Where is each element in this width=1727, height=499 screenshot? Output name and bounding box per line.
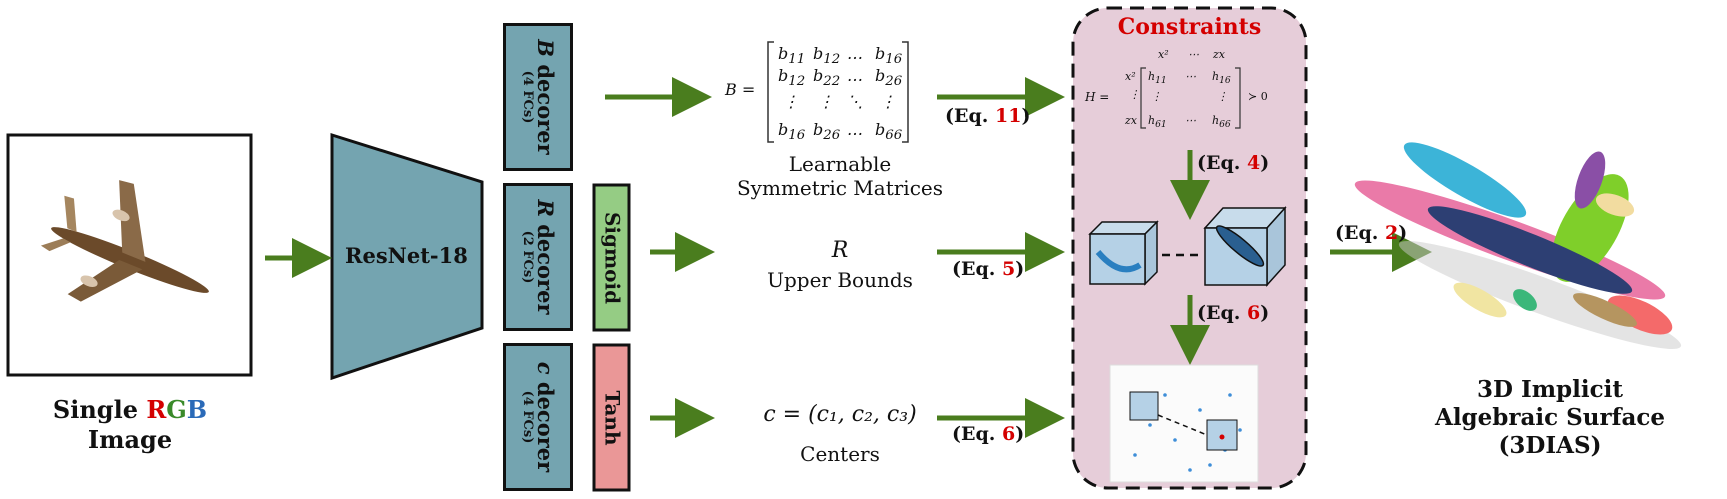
sigmoid-label: Sigmoid — [600, 211, 624, 304]
resnet-label: ResNet-18 — [345, 243, 468, 268]
r-decorer-sub: (2 FCs) — [519, 230, 535, 284]
result-airplane-icon — [1354, 142, 1682, 350]
result-line3: (3DIAS) — [1498, 432, 1602, 459]
eq11-label: (Eq. 11) — [945, 105, 1031, 127]
tanh-label: Tanh — [600, 389, 624, 446]
input-label: Single RGB Image — [20, 395, 240, 455]
h-matrix-brackets — [1140, 67, 1241, 129]
eq2-label: (Eq. 2) — [1335, 222, 1408, 244]
r-output-label: Upper Bounds — [767, 268, 913, 292]
result-label: 3D Implicit Algebraic Surface (3DIAS) — [1405, 376, 1695, 460]
c-decorer-label: decorer — [532, 374, 558, 473]
b-output-label: Learnable Symmetric Matrices — [730, 152, 950, 200]
input-label-r: R — [146, 395, 167, 424]
c-output-label: Centers — [800, 442, 880, 466]
eq5-label: (Eq. 5) — [952, 258, 1025, 280]
tanh-box — [592, 343, 631, 492]
small-cube-icon — [1088, 220, 1159, 286]
b-output-line2: Symmetric Matrices — [736, 176, 943, 200]
eq4-label: (Eq. 4) — [1197, 152, 1270, 174]
c-decorer-symbol: c — [532, 361, 558, 375]
input-label-line2: Image — [87, 425, 173, 454]
b-matrix: B = b11 b12 … b16 b12 b22 … b26 ⋮ ⋮ ⋱ ⋮ … — [725, 44, 903, 144]
input-airplane-icon — [40, 180, 209, 302]
r-decorer-label: decorer — [532, 216, 558, 315]
input-label-b: B — [186, 395, 208, 424]
c-output-formula: c = (c₁, c₂, c₃) — [763, 402, 917, 427]
r-output-symbol: R — [831, 238, 849, 263]
h-succ: ≻ 0 — [1248, 90, 1268, 103]
b-output-line1: Learnable — [788, 152, 892, 176]
input-label-prefix: Single — [52, 395, 147, 424]
r-decorer-box: R decorer (2 FCs) — [503, 183, 573, 331]
resnet-trapezoid — [330, 132, 484, 381]
eq6a-label: (Eq. 6) — [952, 423, 1025, 445]
b-decorer-symbol: B — [532, 39, 558, 58]
result-line2: Algebraic Surface — [1434, 404, 1666, 431]
b-decorer-box: B decorer (4 FCs) — [503, 23, 573, 171]
b-matrix-brackets — [767, 41, 909, 143]
b-decorer-sub: (4 FCs) — [519, 70, 535, 124]
eq6b-label: (Eq. 6) — [1197, 302, 1270, 324]
input-label-g: G — [166, 395, 187, 424]
r-decorer-symbol: R — [532, 199, 558, 217]
b-decorer-label: decorer — [532, 57, 558, 155]
scatter-plot-thumbnail — [1109, 364, 1259, 483]
c-decorer-sub: (4 FCs) — [519, 390, 535, 444]
h-label: H = — [1085, 90, 1110, 104]
constraints-title: Constraints — [1117, 14, 1262, 40]
sigmoid-label-wrap: Sigmoid — [594, 185, 629, 330]
result-line1: 3D Implicit — [1477, 376, 1623, 403]
h-matrix: x² ⋯ zx H = x² ⋮ zx h11 ⋯ h16 ⋮ ⋮ h61 ⋯ … — [1085, 48, 1268, 131]
large-cube-icon — [1203, 206, 1287, 287]
c-decorer-box: c decorer (4 FCs) — [503, 343, 573, 491]
tanh-label-wrap: Tanh — [594, 345, 629, 490]
sigmoid-box — [592, 183, 631, 332]
